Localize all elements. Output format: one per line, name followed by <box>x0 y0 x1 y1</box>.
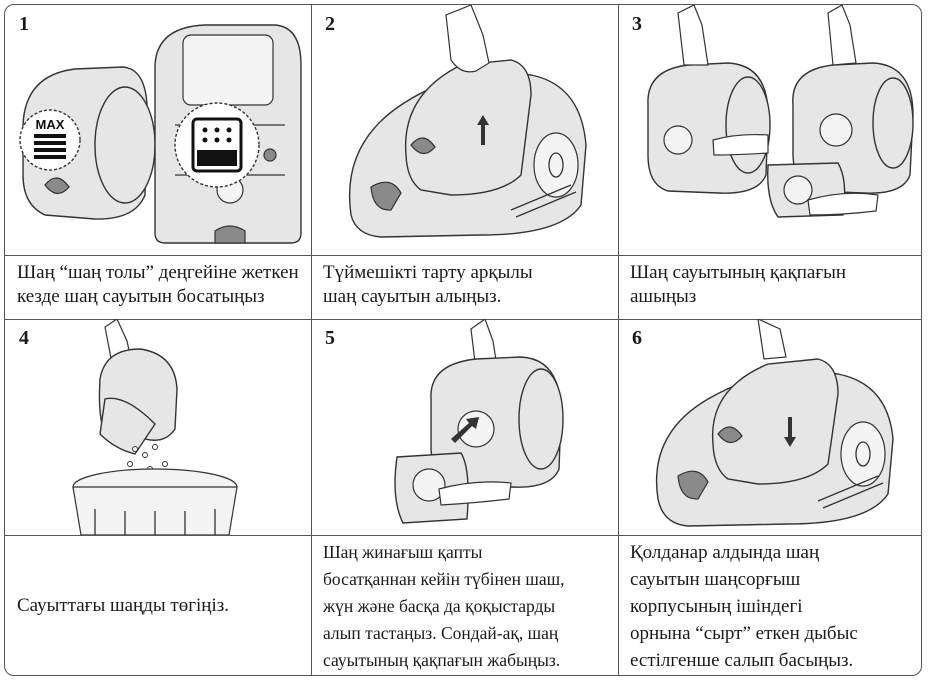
insert-container-icon <box>618 319 922 535</box>
caption-line: босатқаннан кейін түбінен шаш, <box>323 566 610 593</box>
open-container-lid-icon <box>618 5 922 255</box>
trash-bin-icon <box>5 319 311 535</box>
step-6-caption: Қолданар алдында шаң сауытын шаңсорғыш к… <box>618 535 922 676</box>
step-1-caption: Шаң “шаң толы” деңгейіне жеткен кезде ша… <box>5 255 311 319</box>
step-5-caption: Шаң жинағыш қапты босатқаннан кейін түбі… <box>311 535 618 676</box>
caption-line: Шаң жинағыш қапты <box>323 539 610 566</box>
caption-line: Шаң сауытының қақпағын <box>630 261 915 285</box>
caption-line: кезде шаң сауытын босатыңыз <box>17 285 303 309</box>
caption-line: алып тастаңыз. Сондай-ақ, шаң <box>323 620 610 647</box>
caption-line: корпусының ішіндегі <box>630 593 915 620</box>
caption-line: Түймешікті тарту арқылы <box>323 261 610 285</box>
caption-line: ашыңыз <box>630 285 915 309</box>
step-4-illustration: 4 <box>5 319 311 535</box>
step-2-illustration: 2 <box>311 5 618 255</box>
caption-line: Сауыттағы шаңды төгіңіз. <box>17 594 229 618</box>
caption-line: орнына “сырт” еткен дыбыс <box>630 620 915 647</box>
vacuum-lift-container-icon <box>311 5 618 255</box>
close-container-lid-icon <box>311 319 618 535</box>
step-1-illustration: 1 MAX <box>5 5 311 255</box>
caption-line: Қолданар алдында шаң <box>630 539 915 566</box>
svg-text:MAX: MAX <box>36 117 65 132</box>
caption-line: Шаң “шаң толы” деңгейіне жеткен <box>17 261 303 285</box>
step-6-illustration: 6 <box>618 319 922 535</box>
step-3-caption: Шаң сауытының қақпағын ашыңыз <box>618 255 922 319</box>
vacuum-max-indicator-icon: MAX <box>5 5 311 255</box>
step-5-illustration: 5 <box>311 319 618 535</box>
caption-line: жүн және басқа да қоқыстарды <box>323 593 610 620</box>
caption-line: естілгенше салып басыңыз. <box>630 647 915 674</box>
caption-line: сауытын шаңсорғыш <box>630 566 915 593</box>
step-2-caption: Түймешікті тарту арқылы шаң сауытын алың… <box>311 255 618 319</box>
caption-line: сауытының қақпағын жабыңыз. <box>323 647 610 674</box>
caption-line: шаң сауытын алыңыз. <box>323 285 610 309</box>
step-3-illustration: 3 <box>618 5 922 255</box>
instruction-table: 1 MAX <box>4 4 922 676</box>
step-4-caption: Сауыттағы шаңды төгіңіз. <box>5 535 311 676</box>
